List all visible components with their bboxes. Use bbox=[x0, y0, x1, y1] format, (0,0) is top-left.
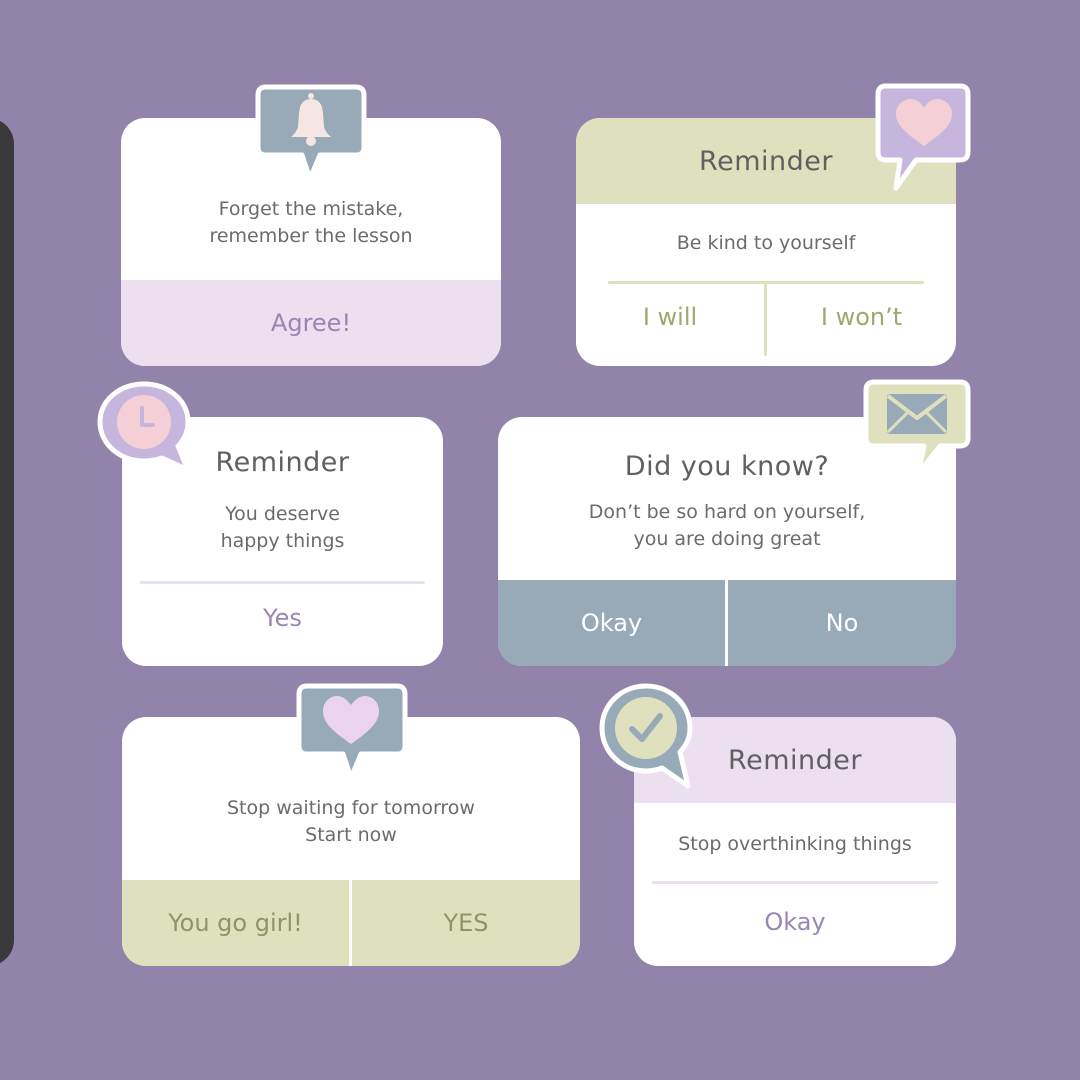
divider bbox=[349, 880, 352, 966]
heart-icon bbox=[295, 682, 409, 780]
card-lesson-message: Forget the mistake, remember the lesson bbox=[209, 198, 413, 247]
okay-button[interactable]: Okay bbox=[498, 580, 725, 666]
clock-icon bbox=[96, 380, 196, 474]
card-deserve-message: You deserve happy things bbox=[220, 503, 345, 552]
card-didyouknow-title: Did you know? bbox=[624, 451, 830, 482]
card-deserve-title: Reminder bbox=[215, 447, 350, 478]
you-go-girl-button[interactable]: You go girl! bbox=[122, 880, 349, 966]
agree-button[interactable]: Agree! bbox=[121, 280, 501, 366]
heart-icon bbox=[874, 82, 974, 194]
card-overthinking-message: Stop overthinking things bbox=[678, 833, 912, 855]
card-kind-message: Be kind to yourself bbox=[676, 232, 856, 254]
no-button[interactable]: No bbox=[728, 580, 956, 666]
card-didyouknow-message: Don’t be so hard on yourself, you are do… bbox=[588, 501, 866, 550]
divider bbox=[652, 881, 938, 884]
okay-button[interactable]: Okay bbox=[764, 908, 826, 936]
card-didyouknow: Did you know? Don’t be so hard on yourse… bbox=[498, 417, 956, 666]
card-tomorrow-message: Stop waiting for tomorrow Start now bbox=[227, 797, 475, 846]
card-overthinking: Reminder Stop overthinking things Okay bbox=[634, 717, 956, 966]
divider bbox=[725, 580, 728, 666]
yes-button[interactable]: Yes bbox=[263, 604, 302, 632]
envelope-icon bbox=[862, 378, 974, 478]
i-wont-button[interactable]: I won’t bbox=[820, 303, 903, 331]
phone-frame-edge bbox=[0, 118, 14, 966]
divider bbox=[764, 282, 767, 356]
yes-caps-button[interactable]: YES bbox=[352, 880, 580, 966]
checkmark-icon bbox=[598, 682, 696, 792]
i-will-button[interactable]: I will bbox=[642, 303, 698, 331]
bell-icon bbox=[254, 83, 368, 181]
divider bbox=[140, 581, 425, 584]
card-deserve: Reminder You deserve happy things Yes bbox=[122, 417, 443, 666]
